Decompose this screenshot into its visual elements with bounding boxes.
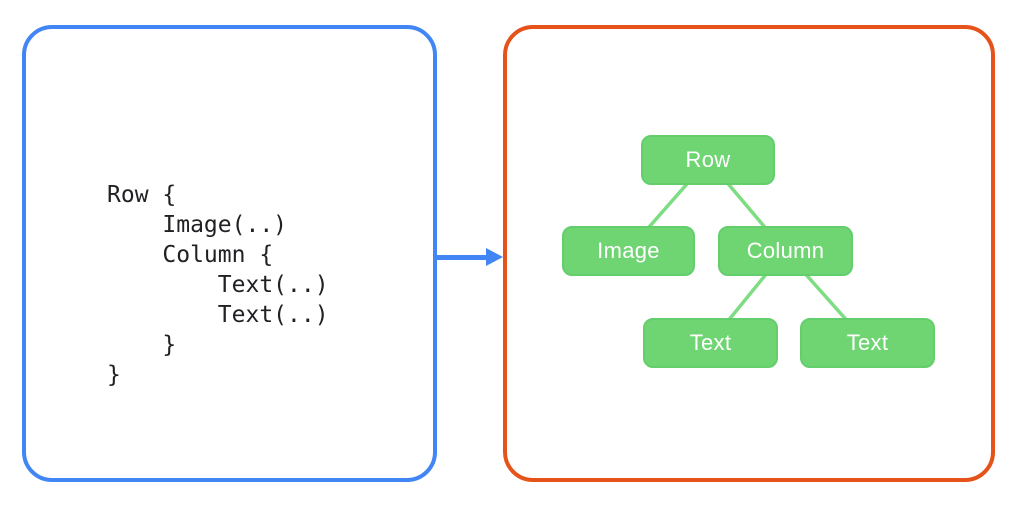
code-block: Row { Image(..) Column { Text(..) Text(.…	[107, 180, 329, 390]
tree-node-image: Image	[562, 226, 695, 276]
code-line: Column {	[107, 242, 274, 268]
arrow-head-icon	[486, 248, 503, 266]
code-line: Image(..)	[107, 212, 288, 238]
arrow-right-icon	[435, 245, 505, 269]
code-line: Row {	[107, 182, 177, 208]
arrow-shaft	[435, 255, 488, 260]
code-line: }	[107, 362, 121, 388]
tree-node-text-right: Text	[800, 318, 935, 368]
tree-node-column: Column	[718, 226, 853, 276]
code-line: Text(..)	[107, 302, 329, 328]
tree-node-text-left: Text	[643, 318, 778, 368]
tree-node-row: Row	[641, 135, 775, 185]
code-line: Text(..)	[107, 272, 329, 298]
code-panel: Row { Image(..) Column { Text(..) Text(.…	[22, 25, 437, 482]
code-line: }	[107, 332, 177, 358]
